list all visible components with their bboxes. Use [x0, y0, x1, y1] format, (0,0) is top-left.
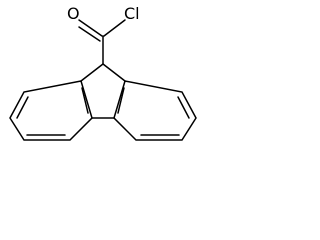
oxygen-atom-label: O: [67, 4, 80, 23]
left-ring-inner-double-3: [16, 96, 29, 119]
bond-c9-left-ring: [80, 63, 104, 82]
fluorene-9-carbonyl-chloride-structure: O Cl: [9, 4, 197, 141]
bond-carbonyl-oxygen-double-inner: [78, 26, 101, 42]
bond-carbonyl-chlorine: [103, 19, 126, 37]
chlorine-atom-label: Cl: [124, 4, 140, 23]
left-benzene-ring: [9, 80, 93, 141]
bond-carbonyl-oxygen-double-outer: [78, 19, 103, 37]
left-ring-inner-double-1: [81, 87, 89, 114]
right-benzene-ring: [113, 80, 197, 141]
bond-c9-right-ring: [102, 63, 126, 82]
right-ring-inner-double-3: [177, 96, 190, 119]
right-ring-inner-double-1: [117, 87, 125, 114]
